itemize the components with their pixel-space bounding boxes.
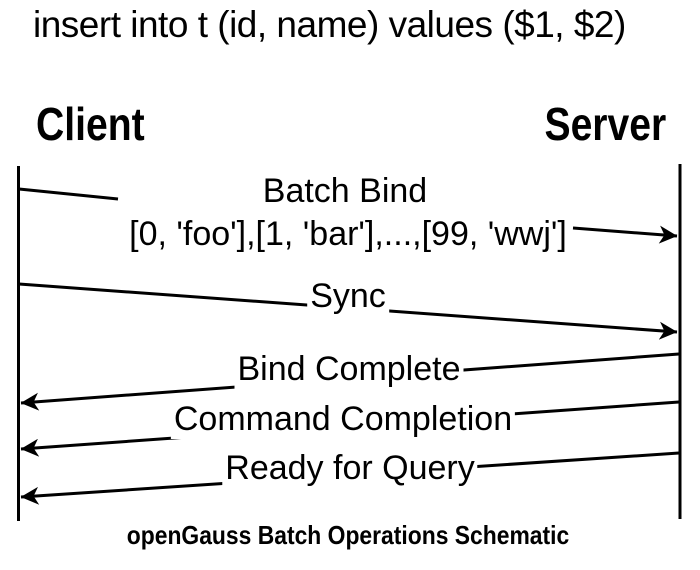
message-line-batch-bind-start: [18, 187, 119, 201]
actor-label-client: Client: [36, 98, 145, 150]
actor-label-server: Server: [544, 98, 666, 150]
message-label-command-completion: Command Completion: [170, 399, 516, 440]
sql-statement-title: insert into t (id, name) values ($1, $2): [33, 4, 626, 45]
diagram-caption: openGauss Batch Operations Schematic: [126, 520, 570, 550]
message-label-batch-bind: Batch Bind: [259, 171, 431, 212]
message-label-sync: Sync: [307, 276, 389, 317]
message-label-bind-complete: Bind Complete: [234, 349, 464, 390]
message-detail-batch-bind: [0, 'foo'],[1, 'bar'],...,[99, 'wwj']: [126, 214, 570, 255]
message-line-batch-bind-end: [572, 225, 678, 244]
message-label-ready-for-query: Ready for Query: [222, 448, 478, 489]
